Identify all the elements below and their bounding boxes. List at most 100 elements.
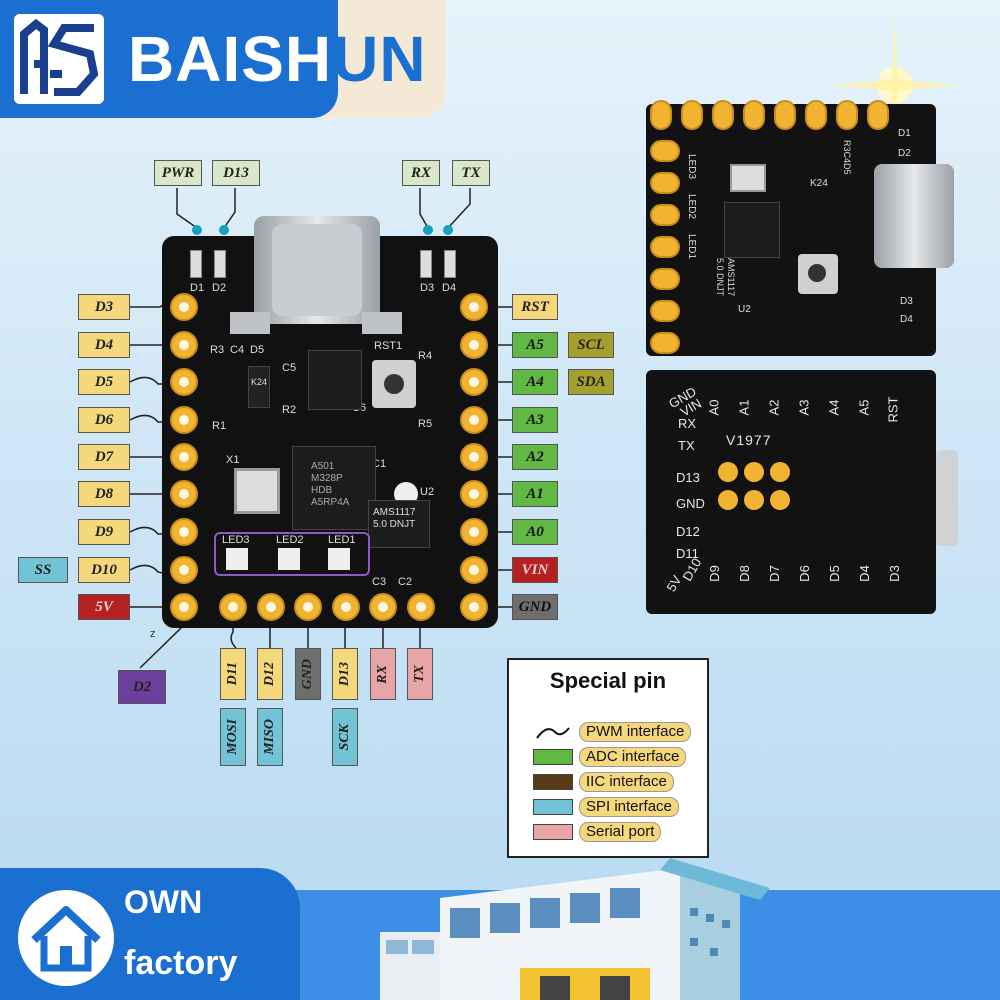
pin-label-right-gnd: GND (512, 594, 558, 620)
silk-d5: D5 (250, 344, 265, 356)
silk-d2: D2 (212, 282, 227, 294)
label-pwr: PWR (154, 160, 202, 186)
back-label-left: TX (678, 438, 695, 453)
legend-label: SPI interface (579, 797, 679, 817)
silk-u2: U2 (420, 486, 435, 498)
pin-label-bottom-tx: TX (407, 648, 433, 700)
pad (650, 140, 680, 162)
pin-label-right-vin: VIN (512, 557, 558, 583)
sun-glare-icon (830, 20, 960, 150)
pad (681, 100, 703, 130)
pin-label-right: A5 (512, 332, 558, 358)
led3-icon (226, 548, 248, 570)
pad (867, 100, 889, 130)
led-d4 (444, 250, 456, 278)
silk-d1: D1 (898, 128, 911, 139)
back-label-bottom: D6 (796, 565, 812, 582)
led1-icon (328, 548, 350, 570)
pad (170, 406, 198, 434)
pad (170, 443, 198, 471)
label-tx-top: TX (452, 160, 490, 186)
silk-k24: K24 (810, 178, 828, 189)
pad (743, 100, 765, 130)
pin-label-bottom: D12 (257, 648, 283, 700)
pad (650, 236, 680, 258)
pad (650, 172, 680, 194)
pad (650, 100, 672, 130)
silk-ams: AMS1117 5.0 DNJT (715, 258, 736, 297)
crystal-x1 (234, 468, 280, 514)
reset-button (372, 360, 416, 408)
silk-c2: C2 (398, 576, 413, 588)
usb-serial-chip (308, 350, 362, 410)
pin-label-right: A4 (512, 369, 558, 395)
pad (650, 204, 680, 226)
pin-label-right: A0 (512, 519, 558, 545)
pin-label-left: D6 (78, 407, 130, 433)
pin-label-ss: SS (18, 557, 68, 583)
pin-label-miso: MISO (257, 708, 283, 766)
pin-label-scl: SCL (568, 332, 614, 358)
pad (836, 100, 858, 130)
pin-label-left: D4 (78, 332, 130, 358)
legend-swatch (533, 799, 573, 815)
brand-name: BAISHUN (128, 26, 427, 92)
pin-label-right: A1 (512, 481, 558, 507)
bs-logo-icon (14, 14, 104, 104)
diode-d5: K24 (248, 366, 270, 408)
silk-c5: C5 (282, 362, 297, 374)
legend-label: IIC interface (579, 772, 674, 792)
back-label-top: RST (885, 396, 901, 423)
silk-r5: R5 (418, 418, 433, 430)
led2-icon (278, 548, 300, 570)
back-label-left: GND (676, 496, 705, 511)
pin-label-bottom: D13 (332, 648, 358, 700)
pad (170, 368, 198, 396)
pad (460, 368, 488, 396)
silk-d3: D3 (900, 296, 913, 307)
back-label-bottom: D4 (856, 565, 872, 582)
silk-led2: LED2 (276, 534, 304, 546)
silk-d2: D2 (898, 148, 911, 159)
silk-r4: R4 (418, 350, 433, 362)
brand-name-main: BAISH (128, 23, 333, 95)
pin-label-right: A2 (512, 444, 558, 470)
back-label-top: A2 (766, 399, 782, 416)
pad (170, 293, 198, 321)
pin-label-bottom-gnd: GND (295, 648, 321, 700)
pcb-board-front: D1 D2 D3 D4 R3 C4 D5 RST1 R4 C5 R2 R1 C6… (162, 216, 498, 628)
usb-c-side-icon (936, 450, 958, 546)
back-label-bottom: D7 (766, 565, 782, 582)
led-d3 (420, 250, 432, 278)
pin-label-left-5v: 5V (78, 594, 130, 620)
pcb-board-front-photo: LED3 LED2 LED1 AMS1117 5.0 DNJT U2 K24 R… (646, 104, 954, 356)
led-d2 (214, 250, 226, 278)
usb-c-port-icon (254, 216, 380, 324)
pad (369, 593, 397, 621)
pad (460, 480, 488, 508)
back-label-left: RX (678, 416, 697, 431)
special-pin-legend: Special pin PWM interface ADC interface … (507, 658, 709, 858)
pad (460, 518, 488, 546)
back-label-top: A1 (736, 399, 752, 416)
silk-r3: R3 (210, 344, 225, 356)
silk-d4: D4 (900, 314, 913, 325)
pin-label-d2: D2 (118, 670, 166, 704)
back-label-top: A5 (856, 399, 872, 416)
silk-d3: D3 (420, 282, 435, 294)
pin-label-left: D7 (78, 444, 130, 470)
legend-swatch (533, 749, 573, 765)
pad (460, 406, 488, 434)
pin-label-left: D10 (78, 557, 130, 583)
pad (650, 268, 680, 290)
pad (460, 556, 488, 584)
footer-factory: factory (124, 944, 238, 982)
pad (460, 443, 488, 471)
pad (460, 593, 488, 621)
silk-r1: R1 (212, 420, 227, 432)
silk-d4: D4 (442, 282, 457, 294)
pin-label-right: A3 (512, 407, 558, 433)
pad (219, 593, 247, 621)
pin-label-left: D5 (78, 369, 130, 395)
pad (170, 593, 198, 621)
